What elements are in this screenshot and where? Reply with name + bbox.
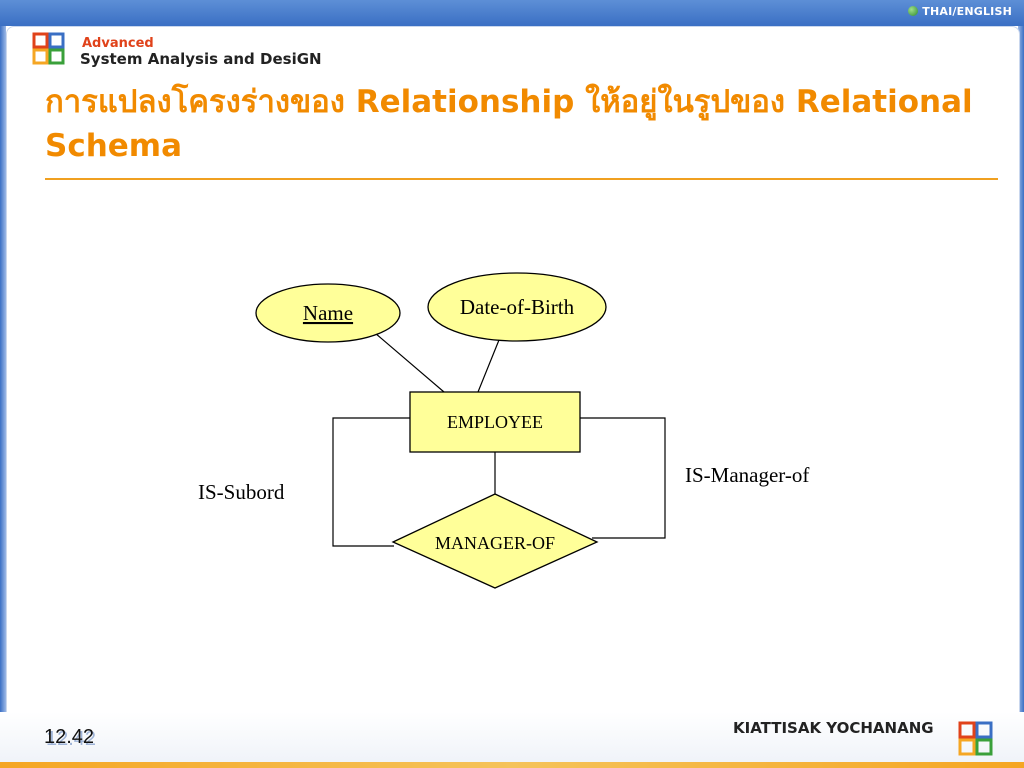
relationship-manager-of-label: MANAGER-OF bbox=[435, 533, 555, 553]
language-switch-label[interactable]: THAI/ENGLISH bbox=[922, 5, 1012, 18]
is-manager-connector bbox=[580, 417, 666, 539]
footer-logo-icon bbox=[958, 721, 993, 756]
slide-title: การแปลงโครงร่างของ Relationship ให้อยู่ใ… bbox=[45, 84, 973, 164]
brand-name: Advanced bbox=[82, 36, 154, 51]
top-bar: THAI/ENGLISH bbox=[0, 0, 1024, 26]
page-number: 12.42 bbox=[44, 726, 95, 748]
is-subord-connector bbox=[332, 417, 410, 547]
frame-edge-right bbox=[1018, 26, 1024, 768]
frame-edge-left bbox=[0, 26, 6, 768]
footer-accent-band bbox=[0, 762, 1024, 768]
entity-employee-label: EMPLOYEE bbox=[447, 412, 543, 432]
attribute-date-of-birth-label: Date-of-Birth bbox=[460, 295, 575, 319]
attribute-date-of-birth bbox=[427, 272, 607, 342]
title-divider bbox=[45, 178, 998, 180]
entity-employee bbox=[409, 391, 581, 453]
attribute-name-label: Name bbox=[303, 301, 353, 325]
attribute-name bbox=[255, 283, 401, 343]
relationship-manager-of bbox=[391, 493, 599, 589]
dob-connector bbox=[477, 339, 500, 393]
author-name: KIATTISAK YOCHANANG bbox=[733, 719, 934, 737]
language-switch[interactable]: THAI/ENGLISH bbox=[908, 5, 1012, 18]
name-connector bbox=[374, 332, 445, 393]
globe-icon bbox=[908, 6, 919, 16]
brand-subtitle: System Analysis and DesiGN bbox=[80, 50, 322, 68]
role-is-subord: IS-Subord bbox=[198, 480, 285, 504]
footer bbox=[0, 712, 1024, 768]
role-is-manager-of: IS-Manager-of bbox=[685, 463, 809, 487]
brand-logo-icon bbox=[32, 32, 65, 65]
